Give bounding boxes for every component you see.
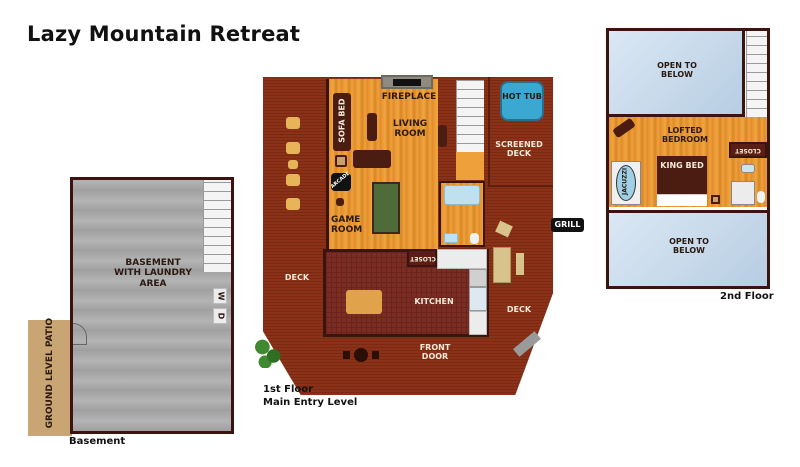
- lofted-bedroom-label: LOFTED BEDROOM: [662, 126, 708, 145]
- arcade-icon: ARCADE: [329, 170, 352, 191]
- loft-closet-label: CLOSET: [735, 146, 761, 154]
- shower-icon: [731, 181, 755, 205]
- screened-deck-divider: [488, 77, 490, 185]
- side-table-icon: [335, 155, 347, 167]
- patio-table-icon: [354, 348, 368, 362]
- lofted-bedroom: LOFTED BEDROOM JACUZZI KING BED CLOSET: [609, 117, 767, 207]
- main-stairs: [456, 80, 484, 152]
- patio-chair-icon: [343, 351, 350, 359]
- dining-table-icon: [346, 290, 382, 314]
- loft-closet-icon: CLOSET: [729, 142, 767, 158]
- hot-tub-label: HOT TUB: [502, 92, 542, 101]
- dryer-icon: D: [213, 308, 227, 324]
- deck-chair-icon: [286, 174, 300, 186]
- deck-left-label: DECK: [284, 273, 310, 282]
- open-top-label: OPEN TO BELOW: [657, 61, 697, 80]
- deck-chair-icon: [286, 142, 300, 154]
- basement-caption: Basement: [69, 436, 126, 447]
- toilet-icon: [470, 233, 479, 244]
- sink-icon: [444, 233, 458, 243]
- pool-table-icon: [372, 182, 400, 234]
- basement-door-icon: [73, 323, 87, 345]
- king-bed-icon: KING BED: [657, 156, 707, 206]
- loft-sink-icon: [741, 164, 755, 173]
- sofa-bed-label: SOFA BED: [337, 98, 347, 143]
- nightstand-icon: [711, 195, 720, 204]
- sofa-icon: [353, 150, 391, 168]
- deck-right-label: DECK: [506, 305, 532, 314]
- basement-stairs: [203, 180, 231, 272]
- stool-icon: [336, 198, 344, 206]
- open-to-below-top: OPEN TO BELOW: [609, 31, 745, 117]
- king-bed-label: KING BED: [660, 161, 704, 170]
- first-floor-caption-line1: 1st Floor: [263, 384, 314, 395]
- screened-deck-label: SCREENED DECK: [495, 140, 543, 159]
- stairs-landing: [456, 152, 484, 180]
- basement-label: BASEMENT WITH LAUNDRY AREA: [114, 258, 192, 289]
- living-room-label: LIVING ROOM: [392, 119, 428, 140]
- second-floor-caption: 2nd Floor: [720, 291, 774, 302]
- patio-label: GROUND LEVEL PATIO: [44, 317, 55, 429]
- coffee-table-icon: [367, 113, 377, 141]
- fireplace-icon: [381, 75, 433, 89]
- open-bottom-label: OPEN TO BELOW: [669, 237, 709, 256]
- basement-room: BASEMENT WITH LAUNDRY AREA W D: [70, 177, 234, 434]
- grill-label: GRILL: [554, 220, 581, 229]
- closet-icon: CLOSET: [407, 249, 437, 267]
- stove-icon: [469, 269, 487, 287]
- sofa-bed-icon: SOFA BED: [333, 93, 351, 151]
- arcade-label: ARCADE: [329, 170, 352, 190]
- first-floor-caption-line2: Main Entry Level: [263, 397, 358, 408]
- first-floor-plan: FIREPLACE SOFA BED LIVING ROOM ARCADE GA…: [254, 75, 553, 395]
- shrubs-icon: [254, 338, 282, 368]
- page-title: Lazy Mountain Retreat: [27, 22, 301, 46]
- ground-level-patio: GROUND LEVEL PATIO: [28, 318, 72, 436]
- basement-plan: GROUND LEVEL PATIO BASEMENT WITH LAUNDRY…: [28, 177, 236, 439]
- bathroom: [439, 181, 485, 247]
- game-room-label: GAME ROOM: [331, 215, 363, 236]
- loft-toilet-icon: [757, 191, 765, 203]
- front-door-label: FRONT DOOR: [419, 343, 451, 362]
- washer-icon: W: [213, 288, 227, 304]
- dryer-label: D: [215, 312, 225, 320]
- closet-label: CLOSET: [410, 254, 436, 262]
- deck-table-icon: [288, 160, 298, 169]
- fireplace-label: FIREPLACE: [381, 92, 437, 102]
- living-game-room: FIREPLACE SOFA BED LIVING ROOM ARCADE GA…: [326, 75, 438, 249]
- jacuzzi-icon: JACUZZI: [611, 161, 641, 205]
- counter-side-icon: [469, 311, 487, 335]
- loft-stairs: [746, 31, 767, 117]
- bench-icon: [612, 117, 636, 139]
- screened-deck-wall: [488, 185, 553, 187]
- counter-top-icon: [437, 249, 487, 269]
- kitchen-room: CLOSET KITCHEN: [323, 249, 489, 337]
- bathtub-icon: [444, 185, 480, 205]
- deck-chair-icon: [286, 117, 300, 129]
- deck-chair-icon: [286, 198, 300, 210]
- deck-loveseat-icon: [493, 247, 511, 283]
- tv-stand-icon: [438, 125, 447, 147]
- open-to-below-bottom: OPEN TO BELOW: [609, 210, 767, 286]
- grill-icon: GRILL: [551, 218, 584, 232]
- kitchen-label: KITCHEN: [414, 297, 454, 306]
- hot-tub-icon: HOT TUB: [500, 81, 544, 121]
- washer-label: W: [215, 291, 225, 301]
- patio-chair-icon: [372, 351, 379, 359]
- kitchen-sink-icon: [469, 287, 487, 311]
- deck-side-table-icon: [516, 253, 524, 275]
- jacuzzi-label: JACUZZI: [621, 167, 629, 195]
- second-floor-plan: OPEN TO BELOW LOFTED BEDROOM JACUZZI KIN…: [606, 28, 770, 289]
